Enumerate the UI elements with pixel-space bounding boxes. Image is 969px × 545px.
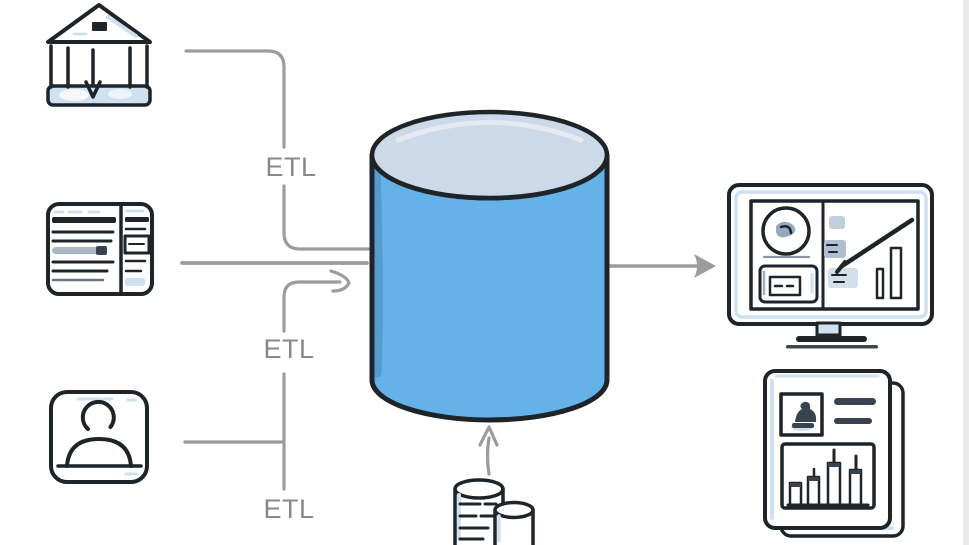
warehouse-to-dashboard-arrowhead-icon — [694, 254, 716, 278]
etl-label-top: ETL — [265, 152, 317, 182]
databases-to-warehouse-arrowhead-icon — [478, 425, 499, 447]
data-warehouse-node — [364, 108, 614, 435]
dashboard-monitor-icon — [727, 183, 934, 349]
report-text-line — [834, 398, 876, 405]
bank-icon — [46, 3, 152, 107]
user-icon — [49, 390, 149, 484]
document-side-box — [123, 234, 151, 255]
user-head — [80, 399, 116, 431]
database-large-stripes — [458, 502, 498, 541]
report-pages-icon — [763, 369, 905, 538]
database-stack-node — [450, 477, 542, 545]
summary-card-icon — [758, 264, 819, 304]
bank-columns — [49, 44, 149, 89]
bank-to-warehouse-connector — [184, 49, 286, 149]
bank-to-warehouse-connector-lower — [282, 184, 370, 251]
etl-label-bottom: ETL — [263, 494, 315, 524]
report-figure-icon — [795, 401, 817, 422]
etl-label-middle: ETL — [263, 334, 315, 364]
page-edge-shadow — [963, 0, 969, 545]
database-small-sides — [493, 508, 535, 545]
bank-door-icon — [92, 22, 107, 31]
report-node — [762, 368, 910, 545]
document-source-node — [45, 201, 155, 303]
databases-to-warehouse-arrow — [485, 436, 491, 476]
pie-chart-icon — [761, 206, 811, 256]
database-large-top — [453, 478, 505, 500]
database-stack-icon — [453, 478, 535, 545]
bank-source-node — [42, 2, 156, 115]
monitor-base — [796, 336, 867, 342]
bank-center-arrow-icon — [84, 48, 102, 99]
dashboard-monitor-node — [726, 182, 936, 354]
report-text-line — [834, 418, 872, 424]
database-small-top — [493, 500, 535, 520]
monitor-neck — [817, 323, 840, 335]
user-connector-arrowhead-icon — [329, 269, 351, 293]
user-shoulders — [65, 437, 133, 468]
bar-chart-bar — [875, 267, 885, 300]
document-header-bar — [52, 217, 116, 223]
warehouse-cylinder-top — [369, 109, 610, 201]
document-icon — [46, 202, 154, 296]
data-warehouse-cylinder-icon — [369, 109, 610, 423]
bank-roof — [46, 3, 152, 44]
bar-chart-bar — [889, 246, 903, 300]
document-text-lines — [51, 230, 115, 243]
user-source-node — [46, 386, 154, 491]
user-connector-into-warehouse — [282, 280, 342, 333]
trend-line-icon — [839, 217, 915, 269]
